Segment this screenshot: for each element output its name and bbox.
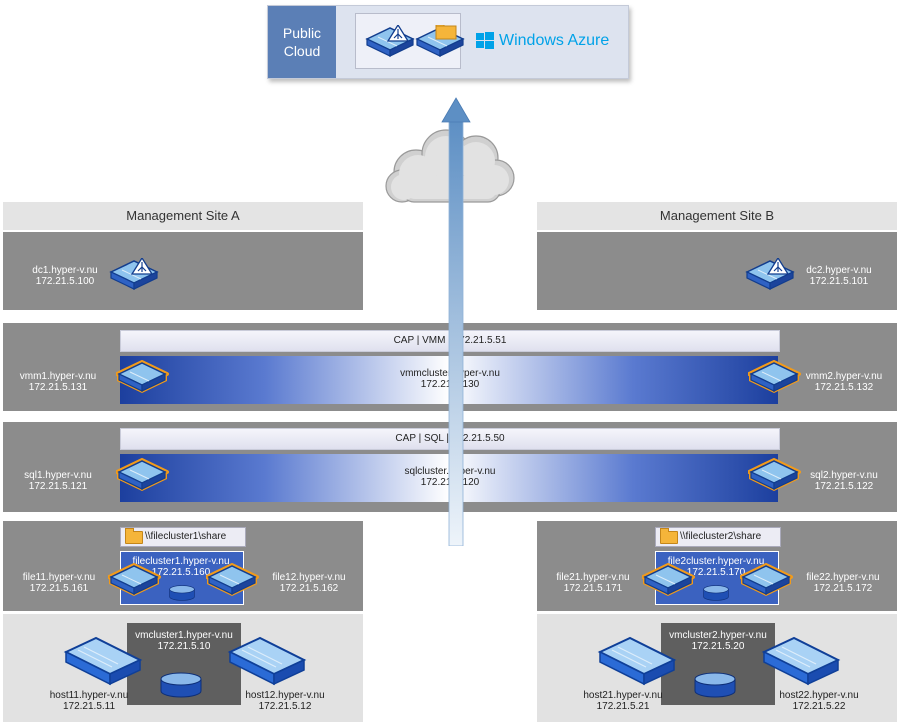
sql2-ip: 172.21.5.122 xyxy=(814,481,874,492)
host12-name: host12.hyper-v.nu xyxy=(245,690,325,701)
vmcluster-a-label: vmcluster1.hyper-v.nu 172.21.5.10 xyxy=(127,630,241,652)
file22-ip: 172.21.5.172 xyxy=(813,583,873,594)
host22-server-icon xyxy=(763,637,839,685)
dc1-server-icon xyxy=(108,258,160,292)
filecluster-b-ip: 172.21.5.170 xyxy=(686,567,746,578)
file21-label: file21.hyper-v.nu 172.21.5.171 xyxy=(548,572,638,594)
host11-name: host11.hyper-v.nu xyxy=(49,690,129,701)
host21-server-icon xyxy=(599,637,675,685)
site-a-header: Management Site A xyxy=(3,202,363,230)
vmm1-label: vmm1.hyper-v.nu 172.21.5.131 xyxy=(10,371,106,393)
host22-name: host22.hyper-v.nu xyxy=(779,690,859,701)
sql2-name: sql2.hyper-v.nu xyxy=(810,470,878,481)
filecluster-a-disk-icon xyxy=(169,585,195,601)
public-cloud-panel: Public Cloud Windows Azure xyxy=(267,5,629,79)
dc2-label: dc2.hyper-v.nu 172.21.5.101 xyxy=(796,265,882,287)
vmcluster-a-name: vmcluster1.hyper-v.nu xyxy=(135,630,233,641)
windows-flag-icon xyxy=(476,32,494,49)
public-cloud-label-line1: Public xyxy=(282,25,322,41)
file12-name: file12.hyper-v.nu xyxy=(272,572,346,583)
vmm2-server-icon xyxy=(748,360,802,396)
vmcluster-b-name: vmcluster2.hyper-v.nu xyxy=(669,630,767,641)
dc2-ip: 172.21.5.101 xyxy=(809,276,869,287)
file22-name: file22.hyper-v.nu xyxy=(806,572,880,583)
vmcluster-b-label: vmcluster2.hyper-v.nu 172.21.5.20 xyxy=(661,630,775,652)
vmm1-name: vmm1.hyper-v.nu xyxy=(19,371,97,382)
vmcluster-a-ip: 172.21.5.10 xyxy=(157,641,211,652)
windows-azure-label: Windows Azure xyxy=(499,32,610,49)
file11-server-icon xyxy=(108,563,162,599)
dc1-label: dc1.hyper-v.nu 172.21.5.100 xyxy=(22,265,108,287)
vmm1-server-icon xyxy=(116,360,170,396)
filecluster-b-disk-icon xyxy=(703,585,729,601)
file21-ip: 172.21.5.171 xyxy=(563,583,623,594)
host11-server-icon xyxy=(65,637,141,685)
sql1-server-icon xyxy=(116,458,170,494)
dc1-ip: 172.21.5.100 xyxy=(35,276,95,287)
public-cloud-label-box xyxy=(268,6,336,78)
host21-name: host21.hyper-v.nu xyxy=(583,690,663,701)
cloud-dc-server-icon xyxy=(364,25,416,59)
dc2-name: dc2.hyper-v.nu xyxy=(806,265,872,276)
file12-ip: 172.21.5.162 xyxy=(279,583,339,594)
vmm2-name: vmm2.hyper-v.nu xyxy=(805,371,883,382)
public-cloud-label: Public Cloud xyxy=(268,24,336,60)
file11-label: file11.hyper-v.nu 172.21.5.161 xyxy=(14,572,104,594)
windows-azure-logo: Windows Azure xyxy=(475,30,615,52)
folder-icon xyxy=(125,528,143,544)
fileshare-a-path: \\filecluster1\share xyxy=(145,531,227,542)
internet-cloud-icon xyxy=(385,129,515,203)
sql1-label: sql1.hyper-v.nu 172.21.5.121 xyxy=(10,470,106,492)
host22-ip: 172.21.5.22 xyxy=(792,701,846,712)
dc2-server-icon xyxy=(744,258,796,292)
cloud-file-server-icon xyxy=(416,25,464,57)
host21-label: host21.hyper-v.nu 172.21.5.21 xyxy=(568,690,678,712)
fileshare-b-path: \\filecluster2\share xyxy=(680,531,762,542)
host12-ip: 172.21.5.12 xyxy=(258,701,312,712)
host12-server-icon xyxy=(229,637,305,685)
host11-ip: 172.21.5.11 xyxy=(62,701,116,712)
host22-label: host22.hyper-v.nu 172.21.5.22 xyxy=(764,690,874,712)
host21-ip: 172.21.5.21 xyxy=(596,701,650,712)
filecluster-a-ip: 172.21.5.160 xyxy=(151,567,211,578)
file12-server-icon xyxy=(206,563,260,599)
uplink-arrow-icon xyxy=(441,97,471,546)
folder-icon xyxy=(660,528,678,544)
file21-name: file21.hyper-v.nu xyxy=(556,572,630,583)
public-cloud-label-line2: Cloud xyxy=(283,43,321,59)
filecluster-b-label: file2cluster.hyper-v.nu 172.21.5.170 xyxy=(655,556,777,578)
dc1-name: dc1.hyper-v.nu xyxy=(32,265,98,276)
vmm2-ip: 172.21.5.132 xyxy=(814,382,874,393)
vmm1-ip: 172.21.5.131 xyxy=(28,382,88,393)
sql1-ip: 172.21.5.121 xyxy=(28,481,88,492)
file21-server-icon xyxy=(642,563,696,599)
filecluster-a-label: filecluster1.hyper-v.nu 172.21.5.160 xyxy=(120,556,242,578)
filecluster-b-name: file2cluster.hyper-v.nu xyxy=(667,556,765,567)
host12-label: host12.hyper-v.nu 172.21.5.12 xyxy=(230,690,340,712)
dc-band-site-b xyxy=(537,232,897,310)
host11-label: host11.hyper-v.nu 172.21.5.11 xyxy=(34,690,144,712)
vmm2-label: vmm2.hyper-v.nu 172.21.5.132 xyxy=(796,371,892,393)
file22-label: file22.hyper-v.nu 172.21.5.172 xyxy=(798,572,888,594)
vmcluster-a-disk-icon xyxy=(160,672,202,698)
vmcluster-b-ip: 172.21.5.20 xyxy=(691,641,745,652)
filecluster-a-name: filecluster1.hyper-v.nu xyxy=(132,556,230,567)
file11-name: file11.hyper-v.nu xyxy=(22,572,96,583)
dc-band-site-a xyxy=(3,232,363,310)
sql2-server-icon xyxy=(748,458,802,494)
site-b-header: Management Site B xyxy=(537,202,897,230)
vmcluster-b-disk-icon xyxy=(694,672,736,698)
file11-ip: 172.21.5.161 xyxy=(29,583,89,594)
fileshare-a-label: \\filecluster1\share xyxy=(120,527,246,547)
fileshare-b-label: \\filecluster2\share xyxy=(655,527,781,547)
file12-label: file12.hyper-v.nu 172.21.5.162 xyxy=(264,572,354,594)
sql1-name: sql1.hyper-v.nu xyxy=(24,470,92,481)
sql2-label: sql2.hyper-v.nu 172.21.5.122 xyxy=(796,470,892,492)
file22-server-icon xyxy=(740,563,794,599)
